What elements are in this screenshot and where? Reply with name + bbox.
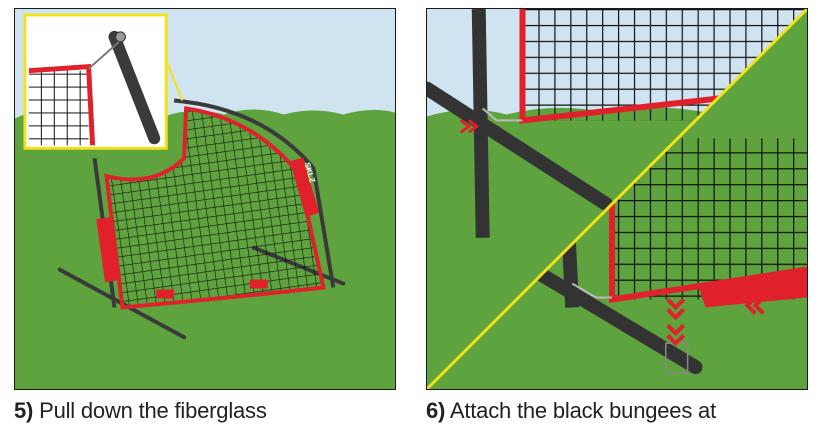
step-5-caption: 5) Pull down the fiberglass bbox=[14, 398, 267, 424]
step-6-caption: 6) Attach the black bungees at bbox=[426, 398, 716, 424]
step-6-text: Attach the black bungees at bbox=[449, 398, 716, 423]
step-5-illustration: SKLZ bbox=[14, 8, 396, 390]
step-6-number: 6) bbox=[426, 398, 446, 423]
step-6-illustration bbox=[426, 8, 808, 390]
divider-line bbox=[427, 9, 807, 389]
step-5-number: 5) bbox=[14, 398, 34, 423]
net-frame: SKLZ bbox=[57, 98, 346, 340]
callout-inset bbox=[23, 13, 184, 150]
step-5-text: Pull down the fiberglass bbox=[39, 398, 267, 423]
